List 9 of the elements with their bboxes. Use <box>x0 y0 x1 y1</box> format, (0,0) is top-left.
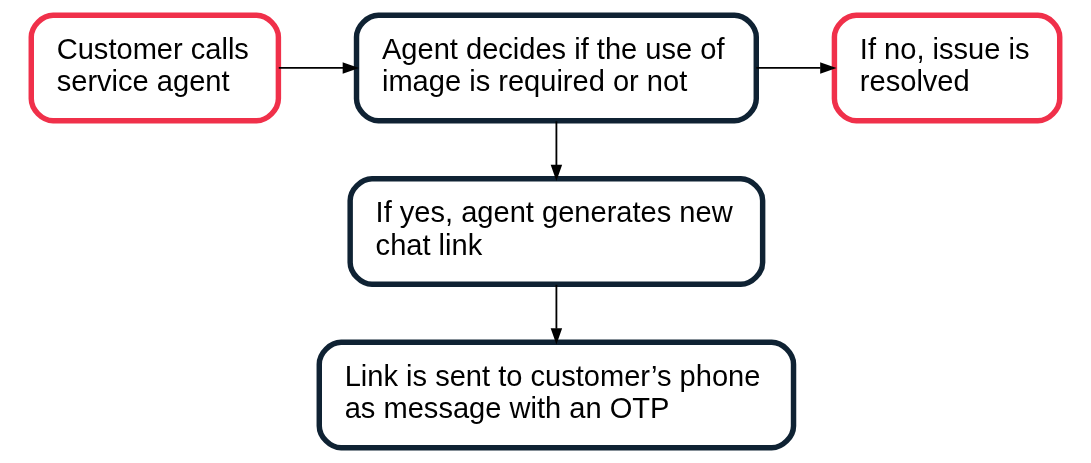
node-box: If no, issue is resolved <box>831 12 1063 124</box>
node-box: Link is sent to customer’s phone as message with an OTP <box>316 339 797 451</box>
node-box: If yes, agent generates new chat link <box>347 176 766 287</box>
arrow <box>755 62 837 74</box>
arrow <box>550 120 563 182</box>
arrow <box>550 283 563 345</box>
node-box: Agent decides if the use of image is required or not <box>353 12 759 124</box>
arrow <box>277 62 360 74</box>
node-box: Customer calls service agent <box>28 12 282 124</box>
